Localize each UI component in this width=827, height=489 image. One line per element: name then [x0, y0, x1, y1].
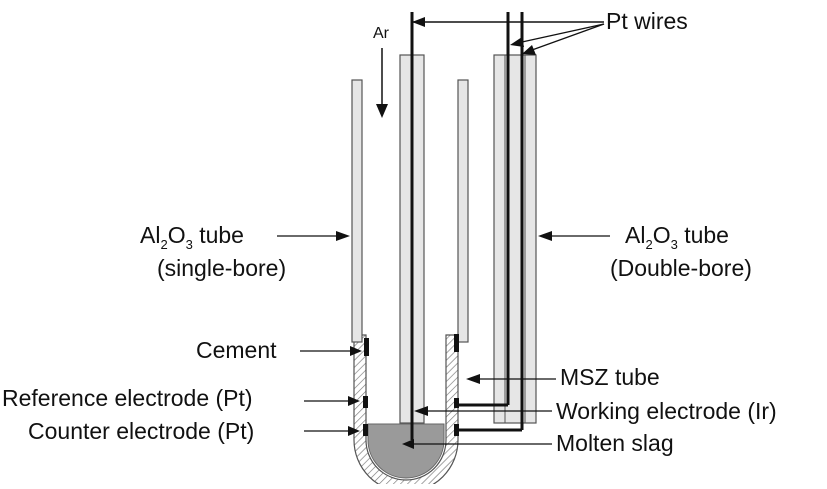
- working-electrode-label: Working electrode (Ir): [556, 398, 777, 424]
- reference-electrode-mark: [363, 396, 368, 408]
- counter-electrode-label: Counter electrode (Pt): [28, 418, 254, 444]
- al2o3-double-label-line2: (Double-bore): [610, 255, 752, 281]
- al2o3-double-label-line1: Al2O3 tube: [625, 222, 729, 252]
- pt-wires-label: Pt wires: [606, 8, 688, 34]
- al2o3-double-bore-tube: [493, 54, 537, 424]
- reference-electrode-label: Reference electrode (Pt): [2, 385, 253, 411]
- cement-left: [364, 338, 369, 356]
- al2o3-single-bore-tube: [351, 79, 363, 343]
- right-electrode-mark-1: [454, 398, 459, 408]
- al2o3-single-label-line2: (single-bore): [157, 255, 286, 281]
- right-electrode-mark-2: [454, 424, 459, 436]
- cement-right: [454, 334, 459, 352]
- msz-tube-label: MSZ tube: [560, 364, 660, 390]
- inner-al2o3-tube: [457, 79, 469, 343]
- molten-slag-label: Molten slag: [556, 430, 674, 456]
- molten-slag: [367, 423, 445, 479]
- cement-label: Cement: [196, 337, 277, 363]
- counter-electrode-mark: [363, 424, 368, 436]
- al2o3-single-label-line1: Al2O3 tube: [140, 222, 244, 252]
- ar-label: Ar: [373, 25, 390, 42]
